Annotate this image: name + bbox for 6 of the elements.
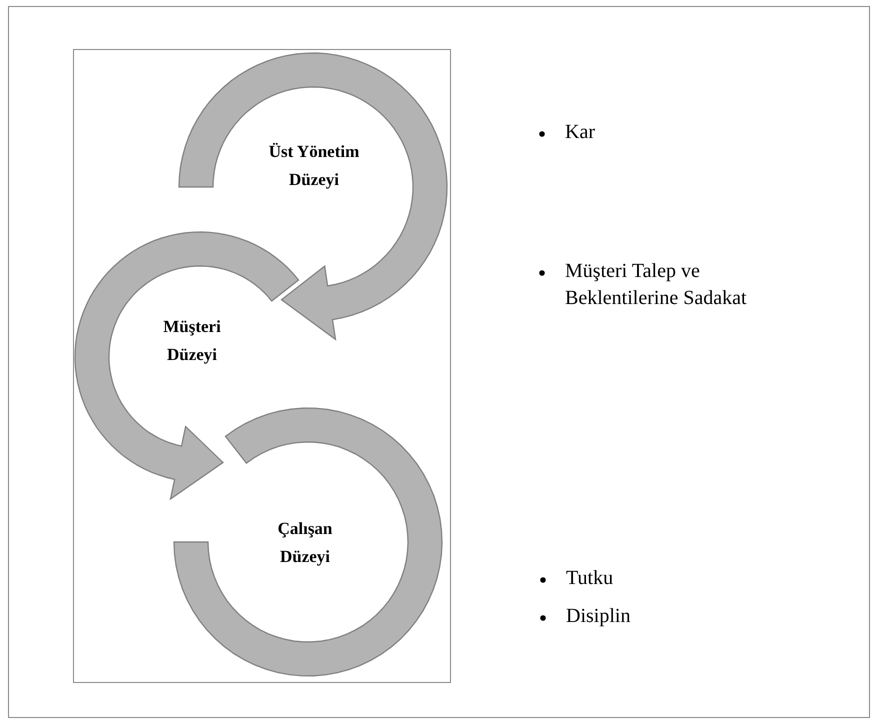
curved-arrow [74, 231, 300, 500]
bullet-text: Kar [565, 120, 596, 145]
bullet-text: Disiplin [566, 604, 632, 629]
bullet-text: Müşteri Talep ve Beklentilerine Sadakat [565, 259, 748, 311]
curved-arrow [178, 52, 448, 341]
bullet-text: Tutku [566, 566, 614, 591]
